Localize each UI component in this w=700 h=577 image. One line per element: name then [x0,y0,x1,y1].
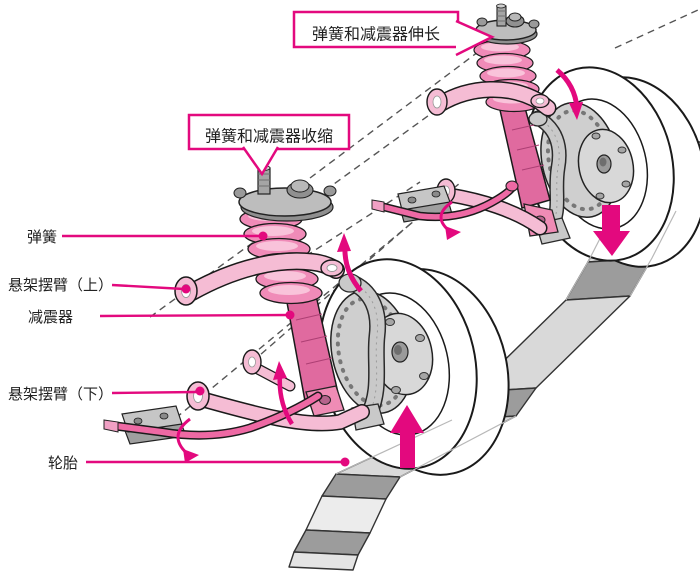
part-labels: 弹簧 悬架摆臂（上） 减震器 悬架摆臂（下） 轮胎 [8,228,113,472]
label-spring: 弹簧 [27,228,57,246]
front-strut-top-mount [233,165,337,222]
leader-lines [62,234,342,464]
wheel-down-arrow-icon [593,205,630,256]
callout-pointer-right-icon [456,21,492,55]
callout-extend-box: 弹簧和减震器伸长 [292,10,495,57]
wheel-up-arrow-icon [390,405,424,468]
label-tire: 轮胎 [48,454,78,472]
callout-compress-box: 弹簧和减震器收缩 [187,113,351,177]
front-lower-control-arm [186,349,370,432]
road-edge-through-tire [399,415,517,478]
callout-pointer-down-icon [243,147,278,174]
lower-arm-leader-line [111,390,198,395]
road-edge-through-tire [335,419,453,475]
rear-strut-top-mount [475,3,540,45]
rear-stabilizer-bar [371,180,519,240]
callout-extend-text: 弹簧和减震器伸长 [312,25,440,44]
upper-arm-leader-line [111,283,185,291]
front-stabilizer-bar [103,391,323,463]
strut-top-axis-line [309,39,495,179]
shock-leader-line [99,313,289,318]
wheel-studs [591,132,631,200]
label-upper-arm: 悬架摆臂（上） [8,276,113,294]
road-edge-through-tire [629,210,677,297]
rear-upper-control-arm [426,80,557,117]
label-lower-arm: 悬架摆臂（下） [8,385,113,403]
extended-suspension-assembly [371,3,700,301]
wheel-studs [385,318,429,394]
callout-compress-text: 弹簧和减震器收缩 [205,127,333,146]
label-shock: 减震器 [28,308,73,326]
leader-dots [181,231,350,467]
corner-axis-line [614,9,699,49]
